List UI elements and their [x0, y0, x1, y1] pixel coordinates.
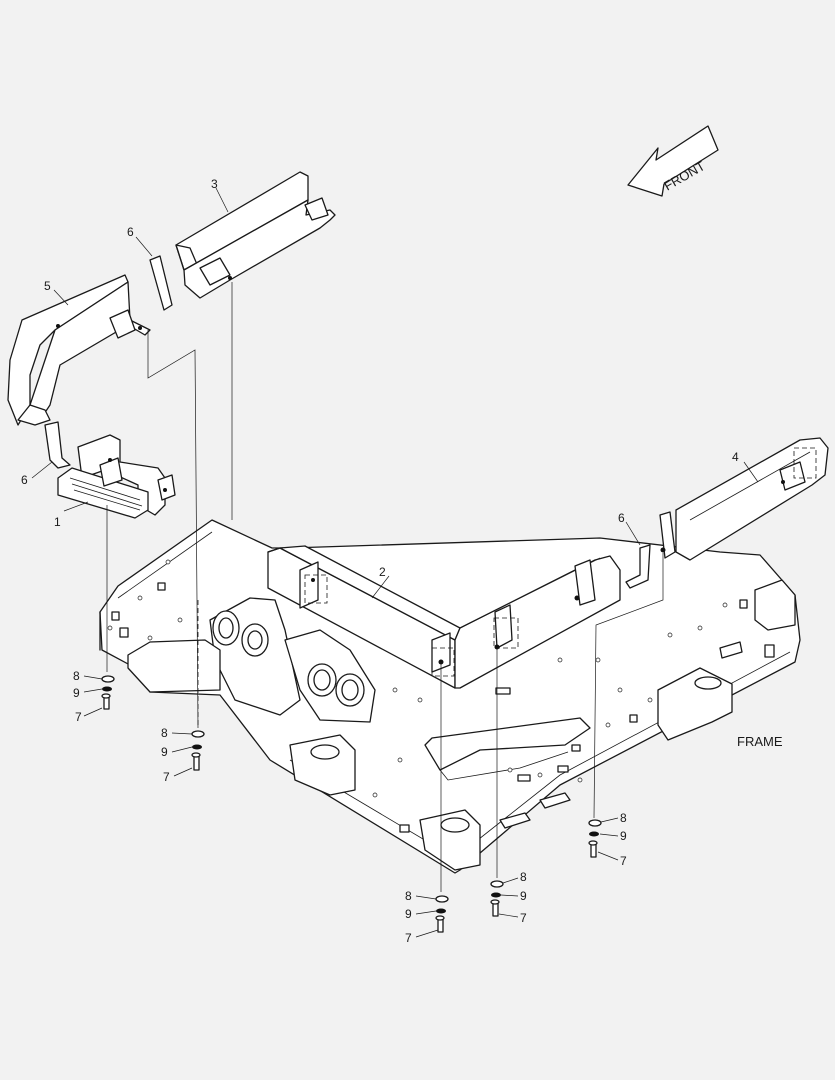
callout-2: 2 — [379, 565, 386, 579]
fastener-stack-3 — [588, 819, 602, 858]
callout-4: 4 — [732, 450, 739, 464]
callout-1: 1 — [54, 515, 61, 529]
callout-7: 7 — [163, 770, 170, 784]
part-1-step — [57, 434, 176, 519]
callout-6-upper: 6 — [127, 225, 134, 239]
part-6-left-strip — [44, 421, 71, 469]
callout-numbers: 1 2 3 4 5 6 6 6 8 9 7 8 9 7 8 9 7 8 9 7 … — [21, 177, 739, 945]
callout-8: 8 — [73, 669, 80, 683]
part-6-upper-strip — [149, 255, 173, 311]
frame-plate — [99, 519, 801, 874]
fastener-stack-5 — [490, 880, 504, 917]
callout-8: 8 — [520, 870, 527, 884]
part-4-right-cover — [659, 437, 829, 561]
callout-9: 9 — [73, 686, 80, 700]
callout-5: 5 — [44, 279, 51, 293]
callout-7: 7 — [620, 854, 627, 868]
callout-7: 7 — [520, 911, 527, 925]
part-2-main-cover — [267, 545, 621, 689]
callout-8: 8 — [405, 889, 412, 903]
callout-9: 9 — [161, 745, 168, 759]
callout-9: 9 — [620, 829, 627, 843]
callout-9: 9 — [405, 907, 412, 921]
part-6-right-strip — [625, 544, 651, 589]
callout-3: 3 — [211, 177, 218, 191]
callout-7: 7 — [75, 710, 82, 724]
fastener-stack-1 — [101, 675, 115, 710]
callout-6-left: 6 — [21, 473, 28, 487]
callout-leaders — [31, 187, 759, 938]
callout-6-right: 6 — [618, 511, 625, 525]
part-3-rear-cover — [175, 171, 336, 299]
fastener-stack-2 — [191, 730, 205, 771]
fastener-stack-4 — [435, 895, 449, 933]
assembly-guide-lines — [106, 282, 664, 892]
frame-holes — [107, 559, 775, 833]
callout-8: 8 — [161, 726, 168, 740]
callout-9: 9 — [520, 889, 527, 903]
frame-label: FRAME — [737, 734, 783, 749]
part-5-left-cover — [7, 274, 151, 426]
callout-8: 8 — [620, 811, 627, 825]
callout-7: 7 — [405, 931, 412, 945]
front-arrow-icon: FRONT — [627, 125, 719, 197]
